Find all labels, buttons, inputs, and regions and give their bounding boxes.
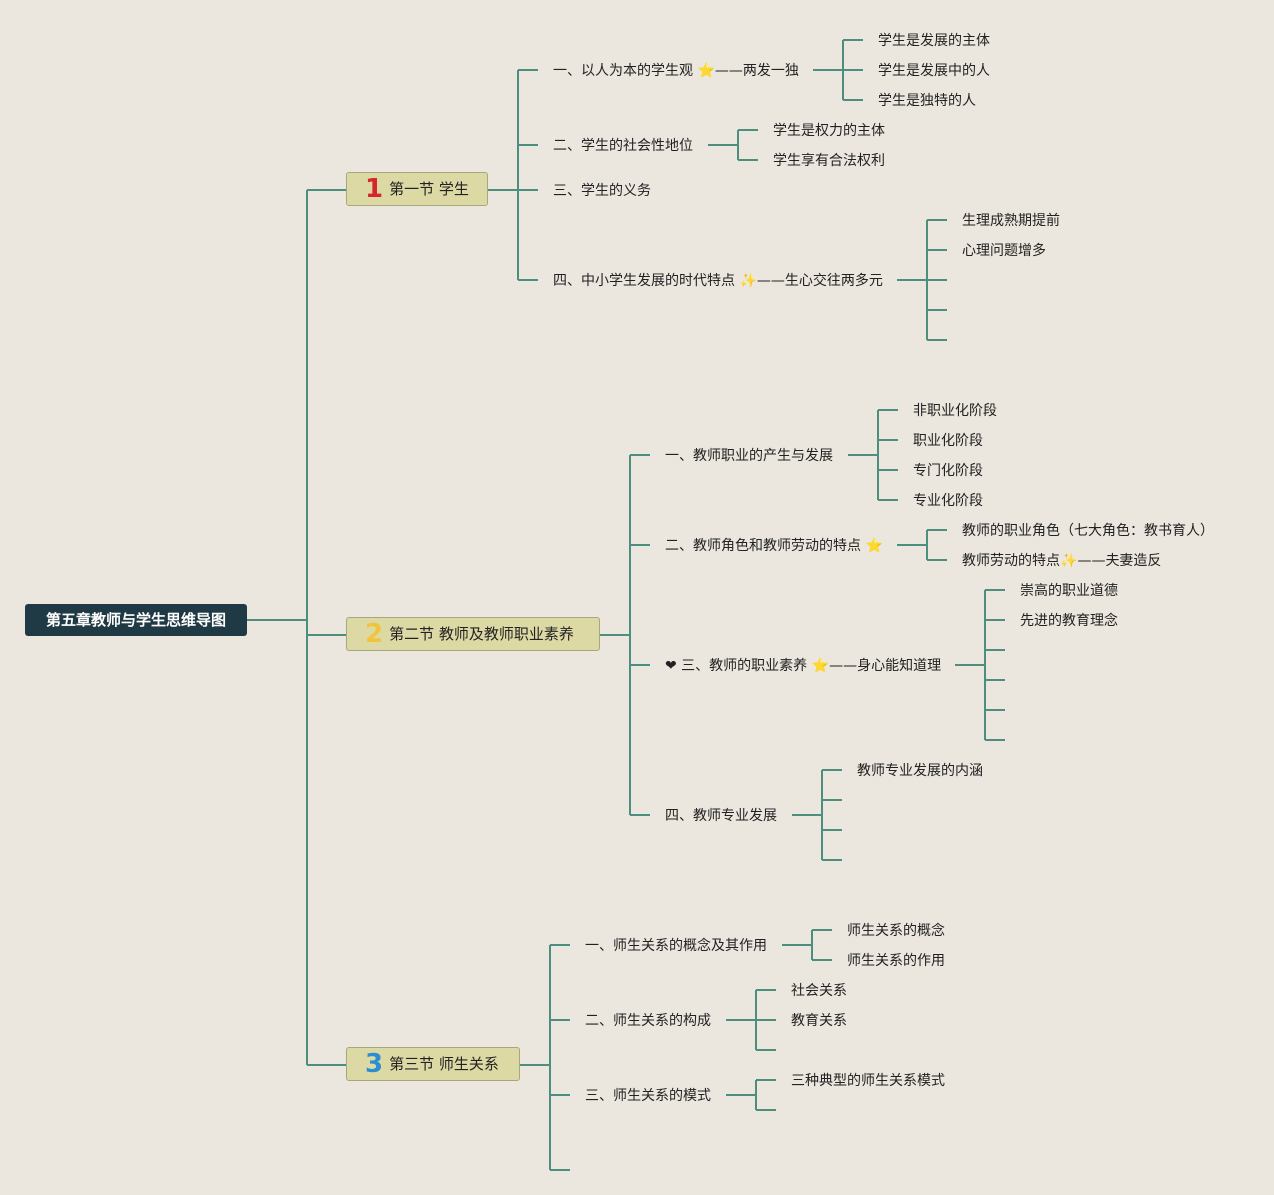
s2-b2-item-2-text: 教师劳动的特点 [962, 553, 1060, 569]
s2-b4-item-1[interactable]: 教师专业发展的内涵 [857, 763, 983, 779]
s2-b3-connector [955, 589, 1005, 741]
s2-branch-3[interactable]: ❤ 三、教师的职业素养 ⭐——身心能知道理 [665, 656, 941, 676]
section-3-node[interactable]: 3 第三节 师生关系 [346, 1047, 520, 1081]
section-3-connector [520, 944, 570, 1171]
s2-b1-item-2[interactable]: 职业化阶段 [913, 433, 983, 449]
section-2-connector [600, 454, 650, 816]
s2-b2-item-1[interactable]: 教师的职业角色（七大角色：教书育人） [962, 523, 1214, 539]
star-icon: ⭐ [865, 538, 883, 554]
s2-branch-4[interactable]: 四、教师专业发展 [665, 808, 777, 824]
s1-branch-4-text: 四、中小学生发展的时代特点 [553, 273, 740, 289]
s1-branch-1-text: 一、以人为本的学生观 [553, 63, 698, 79]
s1-b2-item-1[interactable]: 学生是权力的主体 [773, 123, 885, 139]
s2-b1-item-3[interactable]: 专门化阶段 [913, 463, 983, 479]
s3-branch-1[interactable]: 一、师生关系的概念及其作用 [585, 938, 767, 954]
s3-b2-connector [726, 989, 776, 1051]
s2-b2-connector [897, 529, 947, 561]
s3-b1-item-1[interactable]: 师生关系的概念 [847, 923, 945, 939]
s3-b1-connector [782, 929, 832, 961]
sparkles-icon: ✨ [1060, 553, 1078, 569]
s2-b1-item-1[interactable]: 非职业化阶段 [913, 403, 997, 419]
section-1-node[interactable]: 1 第一节 学生 [346, 172, 488, 206]
s3-branch-3[interactable]: 三、师生关系的模式 [585, 1088, 711, 1104]
s2-branch-2[interactable]: 二、教师角色和教师劳动的特点 ⭐ [665, 536, 883, 556]
s1-branch-1-suffix: ——两发一独 [714, 63, 799, 79]
s1-b2-item-2[interactable]: 学生享有合法权利 [773, 153, 885, 169]
root-connector [247, 189, 346, 1066]
s1-branch-1[interactable]: 一、以人为本的学生观 ⭐——两发一独 [553, 61, 799, 81]
s1-branch-4[interactable]: 四、中小学生发展的时代特点 ✨——生心交往两多元 [553, 271, 883, 291]
root-node[interactable]: 第五章教师与学生思维导图 [25, 604, 247, 636]
s1-b2-connector [708, 129, 758, 161]
s1-b4-item-1[interactable]: 生理成熟期提前 [962, 213, 1060, 229]
s3-b1-item-2[interactable]: 师生关系的作用 [847, 953, 945, 969]
s3-b3-item-1[interactable]: 三种典型的师生关系模式 [791, 1073, 945, 1089]
s1-b4-item-2[interactable]: 心理问题增多 [962, 243, 1046, 259]
number-1-icon: 1 [365, 174, 384, 204]
s1-b1-item-1[interactable]: 学生是发展的主体 [878, 33, 990, 49]
s2-b2-item-2[interactable]: 教师劳动的特点✨——夫妻造反 [962, 551, 1161, 571]
s1-branch-3[interactable]: 三、学生的义务 [553, 183, 651, 199]
heart-icon: ❤ [665, 658, 677, 674]
section-1-connector [488, 69, 538, 281]
s2-branch-3-text: 三、教师的职业素养 [676, 658, 812, 674]
section-2-node[interactable]: 2 第二节 教师及教师职业素养 [346, 617, 600, 651]
sparkles-icon: ✨ [739, 273, 757, 289]
s3-b3-connector [726, 1079, 776, 1111]
s3-b2-item-2[interactable]: 教育关系 [791, 1013, 847, 1029]
s2-b2-item-2-suffix: ——夫妻造反 [1077, 553, 1162, 569]
s2-b3-item-2[interactable]: 先进的教育理念 [1020, 613, 1118, 629]
s2-b1-item-4[interactable]: 专业化阶段 [913, 493, 983, 509]
s1-branch-2[interactable]: 二、学生的社会性地位 [553, 138, 693, 154]
s2-b1-connector [848, 409, 898, 501]
section-2-label: 第二节 教师及教师职业素养 [389, 625, 574, 643]
s1-b4-connector [897, 219, 947, 341]
s2-branch-2-text: 二、教师角色和教师劳动的特点 [665, 538, 866, 554]
s2-b4-connector [792, 769, 842, 861]
s3-branch-2[interactable]: 二、师生关系的构成 [585, 1013, 711, 1029]
number-2-icon: 2 [365, 619, 384, 649]
s1-b1-item-2[interactable]: 学生是发展中的人 [878, 63, 990, 79]
section-1-label: 第一节 学生 [389, 180, 469, 198]
s2-branch-3-suffix: ——身心能知道理 [829, 658, 942, 674]
s2-branch-1[interactable]: 一、教师职业的产生与发展 [665, 448, 833, 464]
s3-b2-item-1[interactable]: 社会关系 [791, 983, 847, 999]
s1-branch-4-suffix: ——生心交往两多元 [756, 273, 883, 289]
s1-b1-item-3[interactable]: 学生是独特的人 [878, 93, 976, 109]
s1-b1-connector [813, 39, 863, 101]
number-3-icon: 3 [365, 1049, 384, 1079]
s2-b3-item-1[interactable]: 崇高的职业道德 [1020, 583, 1118, 599]
star-icon: ⭐ [697, 63, 715, 79]
section-3-label: 第三节 师生关系 [389, 1055, 499, 1073]
star-icon: ⭐ [811, 658, 830, 674]
